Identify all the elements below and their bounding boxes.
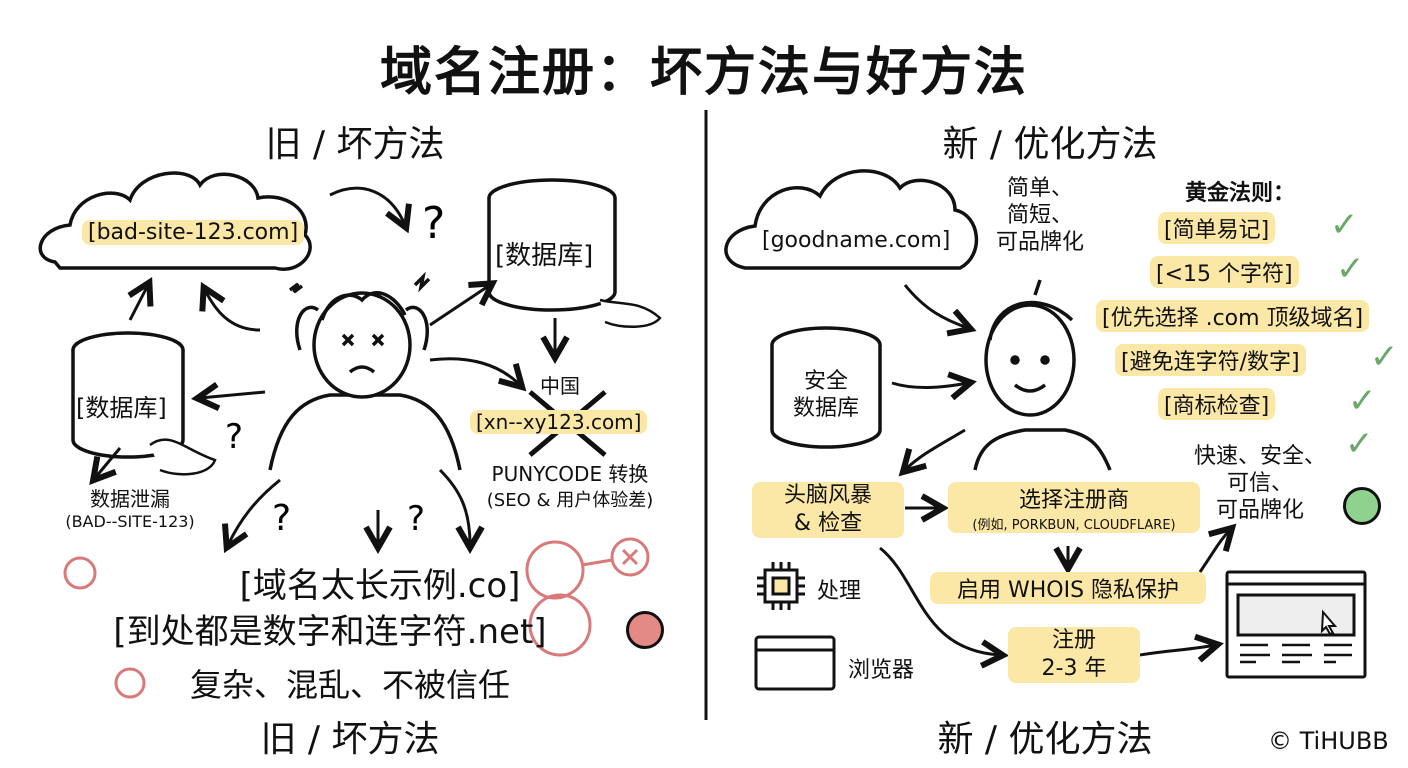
speech-line: 简短、 xyxy=(1006,203,1073,228)
database-label: [数据库] xyxy=(76,394,167,422)
browser-icon xyxy=(754,635,836,691)
smiley-icon xyxy=(1343,487,1381,525)
bad-example: [到处都是数字和连字符.net] xyxy=(113,612,547,652)
golden-rule: [商标检查] xyxy=(1158,388,1276,420)
punycode-label: PUNYCODE 转换 xyxy=(491,462,649,486)
secure-database-label: 安全 数据库 xyxy=(776,368,876,422)
database-label: [数据库] xyxy=(495,241,594,271)
right-heading: 新 / 优化方法 xyxy=(942,124,1158,165)
speech-line: 简单、 xyxy=(1006,176,1073,201)
good-domain-label: [goodname.com] xyxy=(762,228,951,253)
page-title: 域名注册：坏方法与好方法 xyxy=(379,43,1028,103)
cursor-icon xyxy=(1320,609,1338,636)
golden-rule: [<15 个字符] xyxy=(1150,256,1299,288)
speech-bubble: 简单、 简短、 可品牌化 xyxy=(965,175,1115,256)
stressed-person-icon xyxy=(268,271,462,471)
checkmark-icon: ✓ xyxy=(1345,424,1374,464)
happy-person-icon xyxy=(973,279,1112,471)
left-footer: 旧 / 坏方法 xyxy=(260,719,440,760)
question-mark-icon: ? xyxy=(407,499,425,539)
copyright: © TiHUBB xyxy=(1268,727,1389,755)
db-line: 安全 xyxy=(803,369,848,394)
step-line: 注册 xyxy=(1051,628,1096,653)
golden-rule: [避免连字符/数字] xyxy=(1115,344,1306,376)
left-heading: 旧 / 坏方法 xyxy=(265,124,445,165)
flow-step-whois: 启用 WHOIS 隐私保护 xyxy=(930,572,1206,604)
result-line: 可品牌化 xyxy=(1215,498,1304,523)
question-mark-icon: ? xyxy=(225,417,243,457)
result-line: 快速、安全、 xyxy=(1193,444,1326,469)
checkmark-icon: ✓ xyxy=(1336,249,1365,289)
cloud-icon xyxy=(724,169,978,270)
right-footer: 新 / 优化方法 xyxy=(937,719,1153,760)
step-sub: (例如, PORKBUN, CLOUDFLARE) xyxy=(972,518,1176,533)
punycode-chars: 中国 xyxy=(540,374,580,398)
step-line: 选择注册商 xyxy=(1018,488,1129,513)
golden-rule: [简单易记] xyxy=(1158,212,1276,244)
db-line: 数据库 xyxy=(792,396,859,421)
checkmark-icon: ✓ xyxy=(1348,381,1377,421)
flow-step-brainstorm: 头脑风暴 & 检查 xyxy=(752,482,904,538)
result-line: 可信、 xyxy=(1226,471,1293,496)
question-mark-icon: ? xyxy=(272,498,291,539)
step-line: & 检查 xyxy=(793,511,863,536)
legend-process: 处理 xyxy=(817,579,862,604)
bad-summary: 复杂、混乱、不被信任 xyxy=(189,666,510,704)
step-line: 2-3 年 xyxy=(1041,656,1107,681)
checkmark-icon: ✓ xyxy=(1370,337,1399,377)
legend-browser: 浏览器 xyxy=(848,658,915,683)
punycode-domain: [xn--xy123.com] xyxy=(470,410,648,434)
leak-label: 数据泄漏 xyxy=(90,487,170,511)
question-mark-icon: ? xyxy=(422,198,445,249)
bad-domain-label: [bad-site-123.com] xyxy=(82,220,305,245)
chip-icon xyxy=(757,562,805,610)
website-icon xyxy=(1225,570,1367,679)
leak-sub: (BAD--SITE-123) xyxy=(65,512,195,531)
result-text: 快速、安全、 可信、 可品牌化 xyxy=(1170,443,1350,524)
golden-rule: [优先选择 .com 顶级域名] xyxy=(1096,300,1370,332)
database-icon xyxy=(487,178,662,328)
bad-doodles xyxy=(63,537,650,699)
database-icon xyxy=(71,331,217,476)
bad-example: [域名太长示例.co] xyxy=(239,566,521,606)
sad-face-icon xyxy=(626,611,664,649)
flow-step-registrar: 选择注册商 (例如, PORKBUN, CLOUDFLARE) xyxy=(948,482,1200,533)
flow-step-register: 注册 2-3 年 xyxy=(1008,627,1140,683)
checkmark-icon: ✓ xyxy=(1330,205,1359,245)
golden-rules-title: 黄金法则： xyxy=(1184,181,1295,206)
step-line: 头脑风暴 xyxy=(783,483,872,508)
speech-line: 可品牌化 xyxy=(995,230,1084,255)
database-icon xyxy=(770,326,882,449)
punycode-sub: (SEO & 用户体验差) xyxy=(486,490,654,511)
